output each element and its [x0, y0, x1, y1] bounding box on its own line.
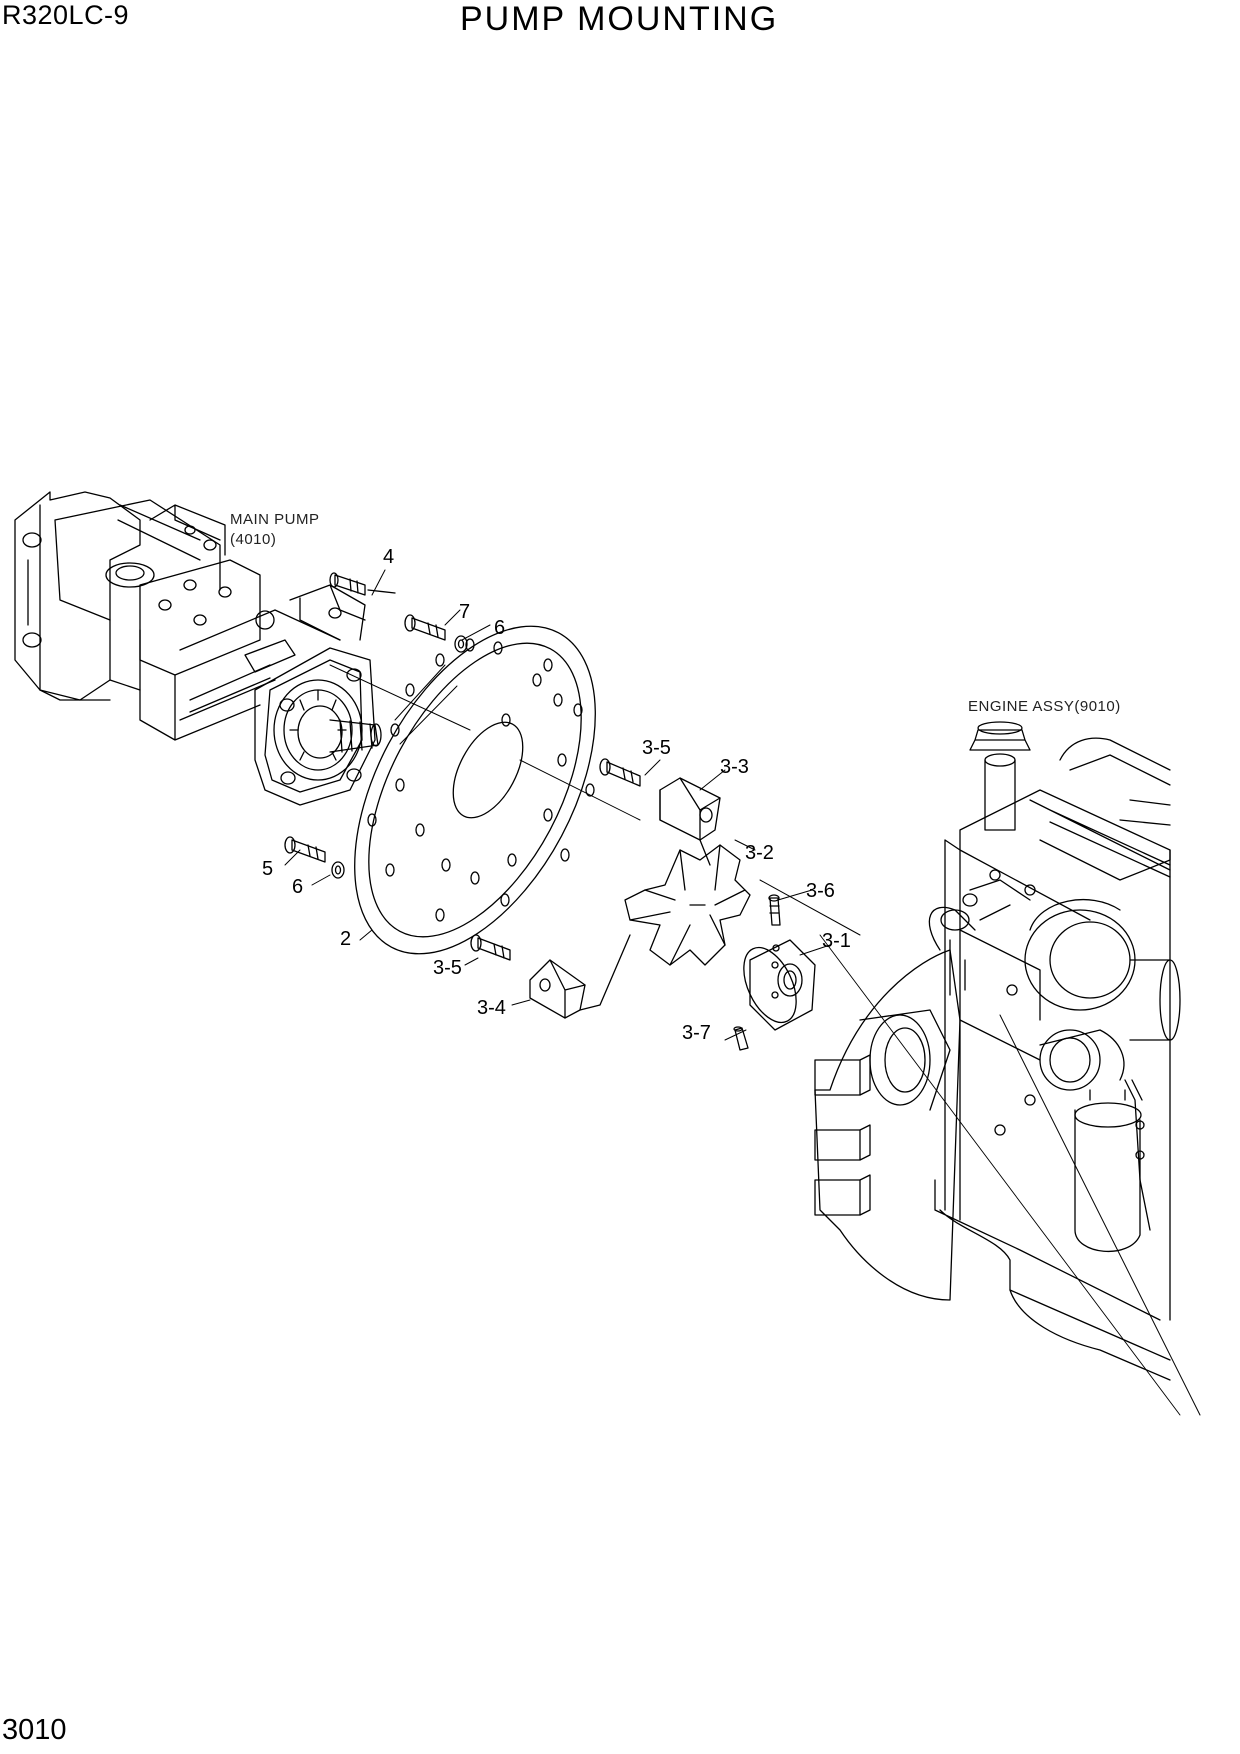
bolt-4: [329, 572, 396, 596]
callout-5: 5: [262, 858, 274, 880]
page-title: PUMP MOUNTING: [460, 0, 779, 38]
model-number: R320LC-9: [2, 0, 130, 30]
callout-3-4: 3-4: [477, 997, 506, 1019]
center-axis-line: [329, 664, 1201, 1416]
rubber-element-3-2: [624, 844, 751, 966]
callout-3-7: 3-7: [682, 1022, 711, 1044]
page-number: 3010: [2, 1714, 67, 1746]
callout-6-left: 6: [292, 876, 304, 898]
wedge-3-4: [529, 934, 631, 1019]
coupling-plate-2: [354, 625, 596, 955]
pin-3-7: [733, 1026, 749, 1051]
bolt-5: [284, 836, 326, 863]
engine-assembly-drawing: [814, 721, 1181, 1381]
bolt-7: [404, 614, 446, 641]
bolt-3-5-top: [599, 758, 641, 787]
engine-assy-label: ENGINE ASSY(9010): [968, 698, 1121, 715]
callout-4: 4: [383, 546, 395, 568]
callout-3-2: 3-2: [745, 842, 774, 864]
callout-3-6: 3-6: [806, 880, 835, 902]
hub-3-1: [743, 939, 816, 1031]
washer-6-top: [454, 635, 468, 653]
callout-3-3: 3-3: [720, 756, 749, 778]
callout-2: 2: [340, 928, 352, 950]
callout-3-5-bottom: 3-5: [433, 957, 462, 979]
main-pump-drawing: [14, 491, 382, 806]
callout-6-top: 6: [494, 617, 506, 639]
set-screw-3-6: [768, 894, 781, 952]
main-pump-label-line2: (4010): [230, 531, 277, 548]
callout-3-1: 3-1: [822, 930, 851, 952]
main-pump-label-line1: MAIN PUMP: [230, 511, 320, 528]
bolt-3-5-bottom: [470, 934, 511, 961]
washer-6-left: [331, 861, 345, 879]
callout-7: 7: [459, 601, 471, 623]
callout-3-5-top: 3-5: [642, 737, 671, 759]
leader-lines: [284, 569, 831, 1041]
wedge-3-3: [659, 777, 721, 866]
main-pump-label: MAIN PUMP (4010): [230, 510, 320, 550]
